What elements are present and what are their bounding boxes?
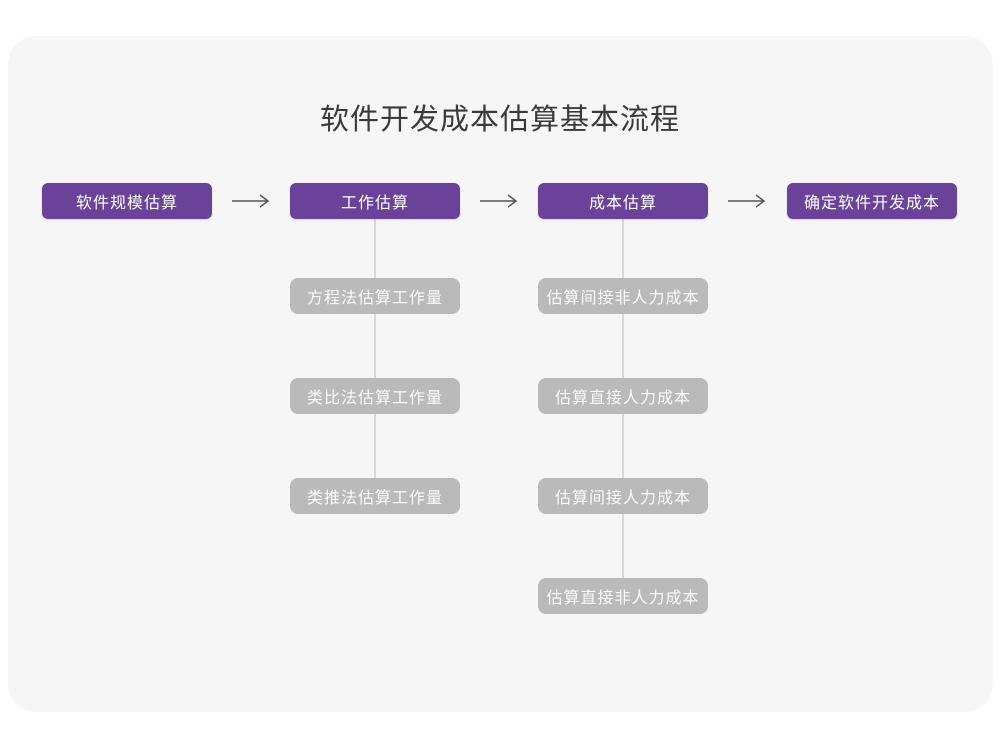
node-direct-nonlabor-cost: 估算直接非人力成本 (538, 578, 708, 614)
node-equation-method: 方程法估算工作量 (290, 278, 460, 314)
right-arrow-icon (728, 194, 766, 208)
connector-line-work-estimation (374, 219, 376, 496)
node-label: 估算间接人力成本 (554, 490, 691, 507)
node-label: 类比法估算工作量 (306, 390, 443, 407)
node-label: 估算直接非人力成本 (546, 590, 700, 607)
node-label: 软件规模估算 (75, 195, 178, 212)
node-work-estimation: 工作估算 (290, 183, 460, 219)
diagram-title: 软件开发成本估算基本流程 (319, 104, 680, 136)
node-determine-development-cost: 确定软件开发成本 (787, 183, 957, 219)
node-software-scale-estimation: 软件规模估算 (42, 183, 212, 219)
right-arrow-icon (232, 194, 270, 208)
node-extrapolation-method: 类推法估算工作量 (290, 478, 460, 514)
diagram-card (8, 36, 993, 712)
node-indirect-nonlabor-cost: 估算间接非人力成本 (538, 278, 708, 314)
node-direct-labor-cost: 估算直接人力成本 (538, 378, 708, 414)
node-label: 成本估算 (588, 195, 657, 212)
node-cost-estimation: 成本估算 (538, 183, 708, 219)
node-label: 工作估算 (340, 195, 409, 212)
node-label: 估算直接人力成本 (554, 390, 691, 407)
node-label: 估算间接非人力成本 (546, 290, 700, 307)
node-analogy-method: 类比法估算工作量 (290, 378, 460, 414)
node-label: 确定软件开发成本 (803, 195, 940, 212)
node-indirect-labor-cost: 估算间接人力成本 (538, 478, 708, 514)
node-label: 方程法估算工作量 (306, 290, 443, 307)
right-arrow-icon (480, 194, 518, 208)
node-label: 类推法估算工作量 (306, 490, 443, 507)
